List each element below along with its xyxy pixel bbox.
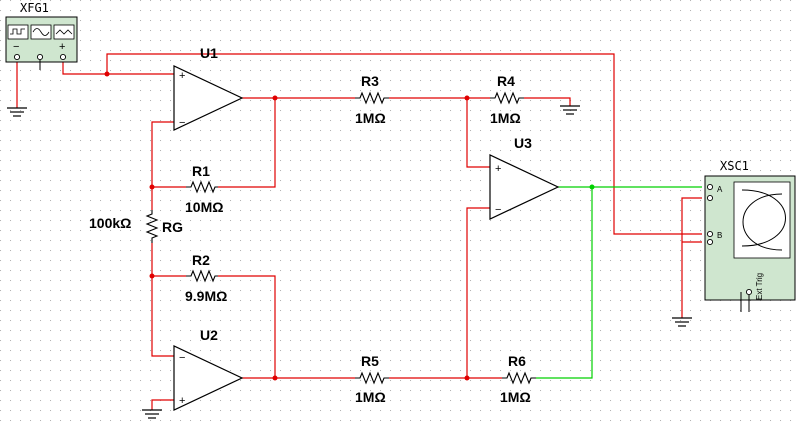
r2-name: R2 — [192, 252, 210, 268]
wires — [16, 53, 702, 410]
wire-input-to-scope-b[interactable] — [62, 53, 702, 235]
opamp-u1[interactable]: + − U1 — [173, 45, 244, 131]
resistor-r5[interactable] — [355, 371, 389, 385]
svg-text:−: − — [179, 117, 185, 129]
scope-trace — [741, 189, 786, 247]
svg-text:+: + — [179, 395, 185, 407]
wire-u3-plus[interactable] — [466, 98, 490, 168]
scope-channel-b-minus-terminal[interactable] — [706, 238, 714, 246]
square-wave-icon[interactable] — [7, 24, 29, 40]
resistor-rg[interactable] — [145, 210, 159, 243]
wire-u1-out-to-r1[interactable] — [218, 98, 276, 188]
r6-value: 1MΩ — [500, 389, 531, 405]
wire-u3-minus[interactable] — [466, 207, 490, 378]
scope-channel-a-plus-terminal[interactable] — [706, 183, 714, 191]
output-wires — [536, 186, 702, 379]
function-generator-label: XFG1 — [20, 1, 49, 15]
rg-value: 100kΩ — [89, 215, 131, 231]
ground-icon — [560, 105, 580, 115]
junction — [272, 95, 278, 101]
scope-trace — [742, 193, 783, 251]
wire-scope-ground[interactable] — [681, 197, 702, 318]
resistor-r3[interactable] — [355, 91, 389, 105]
generator-plus-terminal[interactable] — [59, 53, 67, 61]
function-generator-xfg1[interactable]: XFG1 − + — [5, 1, 78, 70]
opamp-u2-label: U2 — [200, 327, 218, 343]
scope-ext-trig-terminal[interactable] — [745, 288, 753, 296]
resistor-r1[interactable] — [186, 180, 218, 194]
junction — [272, 375, 278, 381]
r6-name: R6 — [508, 353, 526, 369]
resistor-r6[interactable] — [502, 371, 536, 385]
wire-u1-minus[interactable] — [151, 121, 186, 188]
svg-text:+: + — [179, 70, 185, 82]
opamp-u3-label: U3 — [514, 135, 532, 151]
generator-plus-label: + — [59, 41, 65, 53]
resistor-bodies — [145, 91, 536, 385]
r5-value: 1MΩ — [355, 389, 386, 405]
junction — [464, 95, 470, 101]
rg-name: RG — [162, 219, 183, 235]
scope-channel-b-plus-terminal[interactable] — [706, 230, 714, 238]
generator-minus-label: − — [13, 41, 19, 53]
scope-channel-a-label: A — [717, 185, 723, 194]
oscilloscope-label: XSC1 — [720, 159, 749, 173]
svg-text:+: + — [495, 163, 501, 175]
ground-icon — [672, 317, 692, 327]
ground-icon — [142, 409, 162, 419]
r4-value: 1MΩ — [490, 110, 521, 126]
wire-u2-ground[interactable] — [151, 399, 174, 410]
generator-common-terminal[interactable] — [36, 53, 44, 61]
wire-r6-feedback[interactable] — [536, 187, 593, 379]
oscilloscope-xsc1[interactable]: XSC1 A B Ext Trig — [704, 159, 796, 312]
r1-value: 10MΩ — [185, 199, 223, 215]
scope-channel-b-label: B — [717, 231, 722, 240]
r1-name: R1 — [192, 163, 210, 179]
resistor-r4[interactable] — [490, 91, 524, 105]
r4-name: R4 — [497, 73, 515, 89]
wire-r4-ground[interactable] — [524, 97, 571, 106]
resistor-r2[interactable] — [186, 269, 218, 283]
svg-text:−: − — [179, 352, 185, 364]
junction — [104, 71, 110, 77]
triangle-wave-icon[interactable] — [53, 24, 75, 40]
scope-ext-trig-label: Ext Trig — [755, 273, 764, 300]
junction — [589, 184, 595, 190]
junction — [149, 184, 155, 190]
opamp-u2[interactable]: − + U2 — [173, 327, 244, 411]
r3-value: 1MΩ — [355, 110, 386, 126]
ground-icon — [7, 107, 27, 117]
scope-channel-a-minus-terminal[interactable] — [706, 194, 714, 202]
wire-u2-minus[interactable] — [151, 276, 174, 357]
opamp-u3[interactable]: + − U3 — [489, 135, 560, 220]
r2-value: 9.9MΩ — [185, 288, 227, 304]
junctions — [104, 71, 595, 381]
r5-name: R5 — [361, 353, 379, 369]
generator-minus-terminal[interactable] — [13, 53, 21, 61]
svg-text:−: − — [495, 204, 501, 216]
junction — [464, 375, 470, 381]
r3-name: R3 — [361, 73, 379, 89]
opamp-u1-label: U1 — [200, 45, 218, 61]
wire-r2-right[interactable] — [218, 275, 276, 378]
ground-symbols — [7, 105, 692, 419]
junction — [149, 273, 155, 279]
